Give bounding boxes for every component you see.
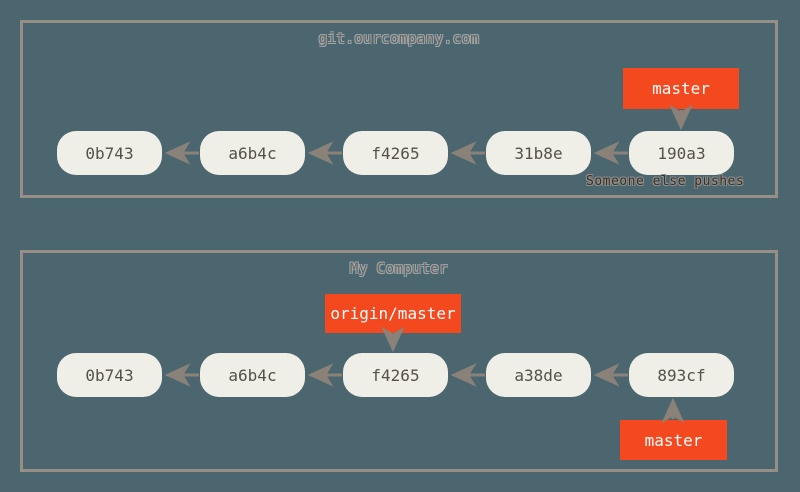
local-origin-master-label[interactable]: origin/master xyxy=(325,294,461,333)
commit-node[interactable]: 0b743 xyxy=(57,353,162,397)
remote-push-note: Someone else pushes xyxy=(586,174,745,189)
commit-node[interactable]: a6b4c xyxy=(200,131,305,175)
commit-node[interactable]: 190a3 xyxy=(629,131,734,175)
remote-repository-panel: git.ourcompany.com xyxy=(20,20,778,198)
commit-node[interactable]: 0b743 xyxy=(57,131,162,175)
remote-panel-title: git.ourcompany.com xyxy=(318,31,480,47)
remote-master-branch-label[interactable]: master xyxy=(623,68,739,109)
commit-node[interactable]: 31b8e xyxy=(486,131,591,175)
commit-node[interactable]: f4265 xyxy=(343,131,448,175)
commit-node[interactable]: f4265 xyxy=(343,353,448,397)
commit-node[interactable]: a38de xyxy=(486,353,591,397)
local-panel-title: My Computer xyxy=(349,261,449,277)
commit-node[interactable]: a6b4c xyxy=(200,353,305,397)
commit-node[interactable]: 893cf xyxy=(629,353,734,397)
local-master-branch-label[interactable]: master xyxy=(620,420,727,460)
local-repository-panel: My Computer xyxy=(20,250,778,472)
